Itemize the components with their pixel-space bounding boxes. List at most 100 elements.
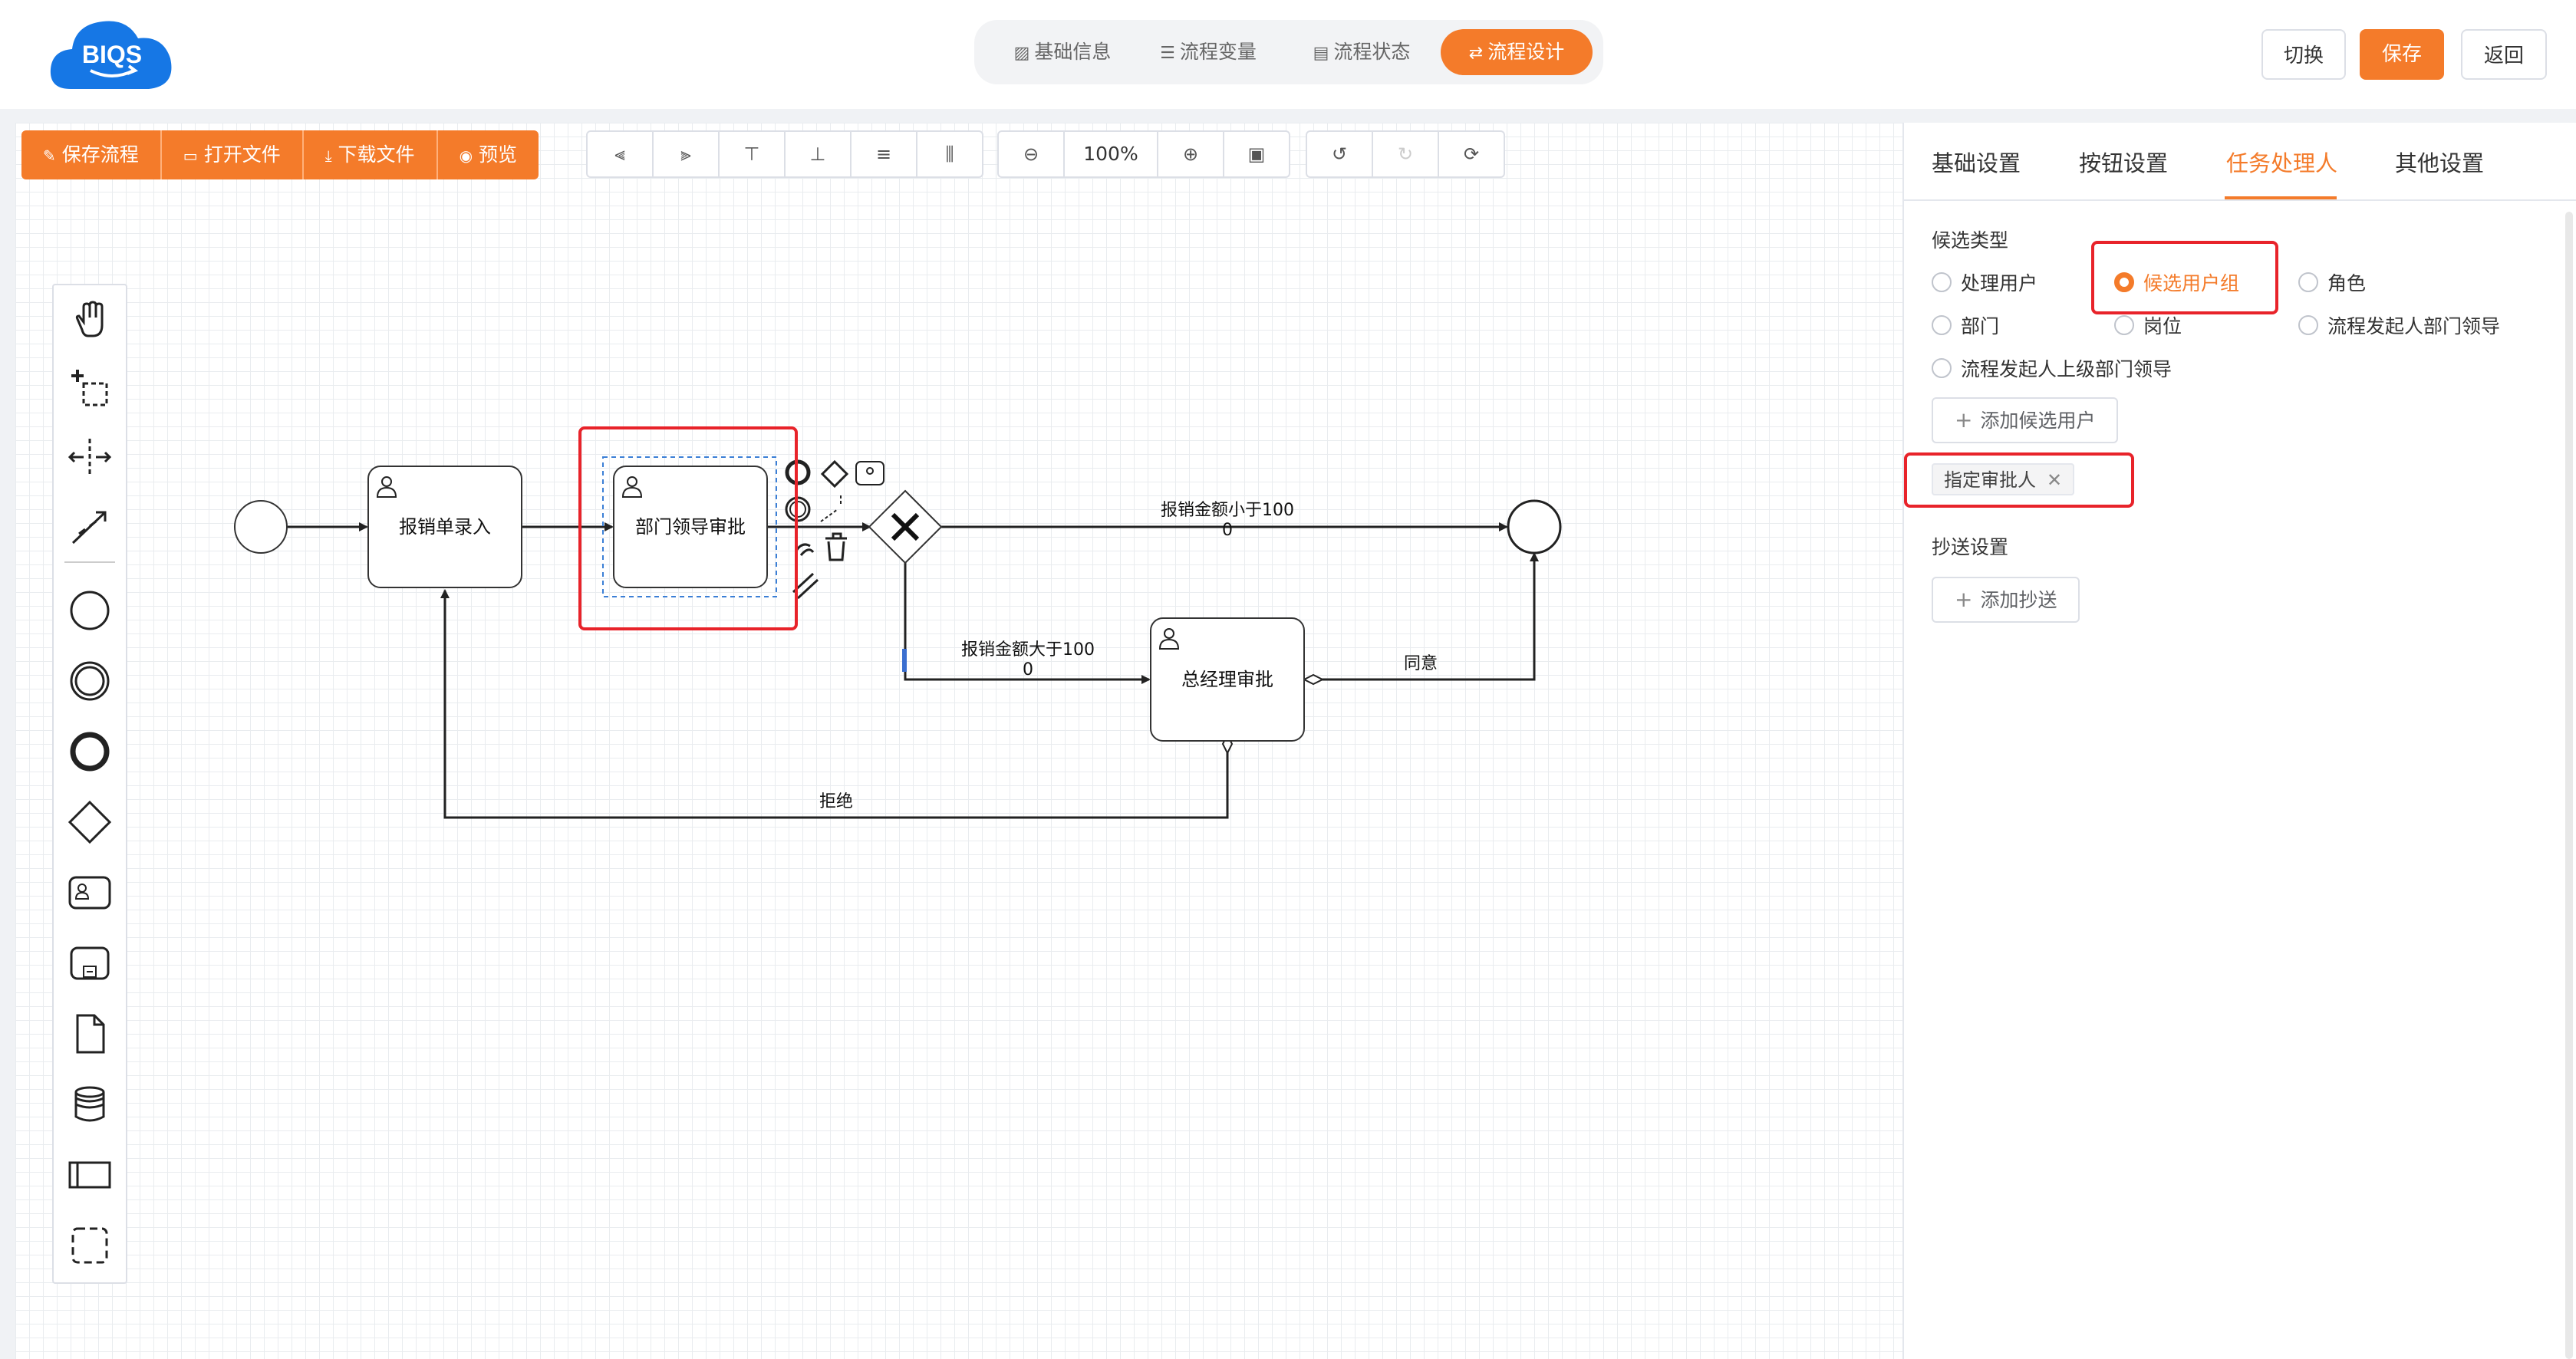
redo-icon[interactable]: ↻ <box>1373 132 1439 176</box>
end-event[interactable] <box>1507 499 1562 554</box>
radio-initiator-superior-dept-leader[interactable]: 流程发起人上级部门领导 <box>1932 353 2172 383</box>
radio-candidate-group[interactable]: 候选用户组 <box>2114 267 2239 298</box>
label-agree: 同意 <box>1404 654 1438 673</box>
subprocess-icon[interactable] <box>67 940 113 986</box>
zoom-level: 100% <box>1065 132 1158 176</box>
tab-task-assignee[interactable]: 任务处理人 <box>2226 150 2338 176</box>
gateway-icon[interactable] <box>67 799 113 845</box>
back-button[interactable]: 返回 <box>2461 29 2547 80</box>
tab-flow-status[interactable]: ▤流程状态 <box>1304 29 1419 75</box>
radio-handler-user[interactable]: 处理用户 <box>1932 267 2037 298</box>
switch-button[interactable]: 切换 <box>2261 29 2346 80</box>
zoom-in-icon[interactable]: ⊕ <box>1158 132 1224 176</box>
data-store-icon[interactable] <box>67 1081 113 1127</box>
undo-icon[interactable]: ↺ <box>1307 132 1373 176</box>
intermediate-event-icon[interactable] <box>67 658 113 704</box>
align-top-icon[interactable]: ⊤ <box>720 132 786 176</box>
global-connect-icon[interactable] <box>67 503 113 549</box>
radio-position[interactable]: 岗位 <box>2114 310 2182 341</box>
align-left-icon[interactable]: ⫷ <box>588 132 654 176</box>
selection-outline <box>602 456 777 597</box>
palette-divider <box>64 561 115 563</box>
download-file-button[interactable]: ⤓下载文件 <box>303 130 438 179</box>
zoom-toolbar: ⊖ 100% ⊕ ▣ <box>997 130 1290 178</box>
start-event[interactable] <box>234 500 288 554</box>
exclusive-gateway[interactable] <box>868 489 943 564</box>
align-right-icon[interactable]: ⫸ <box>654 132 720 176</box>
space-tool-icon[interactable] <box>67 434 113 480</box>
align-center-icon[interactable]: ≡ <box>852 132 917 176</box>
tag-label: 指定审批人 <box>1944 469 2036 491</box>
plus-icon: + <box>1955 407 1973 433</box>
eye-icon: ◉ <box>459 146 473 165</box>
flow-reject[interactable] <box>440 589 1229 819</box>
radio-initiator-dept-leader[interactable]: 流程发起人部门领导 <box>2298 310 2500 341</box>
flow-greater-than-100[interactable] <box>904 562 1151 684</box>
append-gateway-icon[interactable] <box>820 459 849 489</box>
align-toolbar: ⫷ ⫸ ⊤ ⊥ ≡ ⫼ <box>586 130 983 178</box>
open-file-button[interactable]: ▭打开文件 <box>161 130 304 179</box>
tab-basic-info[interactable]: ▨基础信息 <box>1005 29 1120 75</box>
radio-label: 流程发起人部门领导 <box>2327 315 2501 337</box>
sliders-icon: ☰ <box>1160 44 1175 63</box>
task-expense-entry[interactable]: 报销单录入 <box>367 466 522 588</box>
append-task-icon[interactable] <box>855 461 884 485</box>
reset-icon[interactable]: ⟳ <box>1463 143 1480 165</box>
tab-basic-settings[interactable]: 基础设置 <box>1932 150 2021 176</box>
radio-circle <box>1932 315 1952 335</box>
start-event-icon[interactable] <box>67 587 113 633</box>
preview-button[interactable]: ◉预览 <box>437 130 539 179</box>
tab-label: 流程状态 <box>1333 41 1411 63</box>
bpmn-canvas[interactable] <box>15 123 1902 1359</box>
align-bottom-icon[interactable]: ⊥ <box>786 132 852 176</box>
tab-flow-variables[interactable]: ☰流程变量 <box>1151 29 1266 75</box>
file-toolbar: ✎ 保存流程 ▭打开文件 ⤓下载文件 ◉预览 <box>21 130 539 179</box>
task-general-manager-approval[interactable]: 总经理审批 <box>1150 617 1305 742</box>
radio-department[interactable]: 部门 <box>1932 310 1999 341</box>
hand-tool-icon[interactable] <box>67 296 113 342</box>
save-flow-button[interactable]: ✎ 保存流程 <box>21 130 162 179</box>
end-event-icon[interactable] <box>67 729 113 775</box>
lasso-tool-icon[interactable] <box>67 365 113 411</box>
edit-icon: ✎ <box>43 146 56 165</box>
append-end-event-icon[interactable] <box>785 459 811 485</box>
header-tab-bar: ▨基础信息 ☰流程变量 ▤流程状态 ⇄流程设计 <box>974 20 1603 84</box>
add-candidate-user-button[interactable]: +添加候选用户 <box>1932 397 2119 443</box>
radio-label: 角色 <box>2327 272 2367 295</box>
tab-other-settings[interactable]: 其他设置 <box>2395 150 2485 176</box>
radio-label: 流程发起人上级部门领导 <box>1961 358 2172 380</box>
text-annotation-icon[interactable] <box>820 495 842 522</box>
tab-label: 流程变量 <box>1179 41 1257 63</box>
assignee-tag: 指定审批人 ✕ <box>1932 463 2075 495</box>
user-task-icon[interactable] <box>67 870 113 916</box>
download-icon: ⤓ <box>324 146 332 165</box>
properties-panel: 基础设置 按钮设置 任务处理人 其他设置 候选类型 处理用户 候选用户组 角色 … <box>1902 123 2576 1359</box>
panel-scrollbar[interactable] <box>2565 212 2573 1359</box>
task-label: 部门领导审批 <box>635 516 746 538</box>
radio-circle <box>2298 315 2318 335</box>
radio-circle <box>1932 358 1952 378</box>
zoom-out-icon[interactable]: ⊖ <box>999 132 1065 176</box>
radio-role[interactable]: 角色 <box>2298 267 2366 298</box>
button-label: 保存流程 <box>61 143 139 166</box>
delete-trash-icon[interactable] <box>825 532 847 561</box>
add-cc-button[interactable]: +添加抄送 <box>1932 577 2080 623</box>
change-type-wrench-icon[interactable] <box>795 543 815 556</box>
save-button[interactable]: 保存 <box>2360 29 2444 80</box>
tab-flow-design[interactable]: ⇄流程设计 <box>1441 29 1593 75</box>
tab-button-settings[interactable]: 按钮设置 <box>2079 150 2169 176</box>
biqs-logo: BIQS <box>50 21 172 89</box>
flow-agree[interactable] <box>1303 552 1539 681</box>
task-dept-leader-approval[interactable]: 部门领导审批 <box>613 466 768 588</box>
label-less-than-100-suffix: 0 <box>1222 521 1233 540</box>
pool-icon[interactable] <box>67 1152 113 1198</box>
align-middle-icon[interactable]: ⫼ <box>945 143 954 165</box>
document-icon: ▤ <box>1313 44 1329 63</box>
fit-viewport-icon[interactable]: ▣ <box>1247 143 1266 165</box>
folder-icon: ▭ <box>183 146 198 165</box>
data-object-icon[interactable] <box>67 1011 113 1057</box>
close-icon[interactable]: ✕ <box>2047 469 2063 491</box>
radio-label: 处理用户 <box>1961 272 2038 295</box>
group-icon[interactable] <box>67 1222 113 1269</box>
properties-tabs: 基础设置 按钮设置 任务处理人 其他设置 <box>1904 123 2576 201</box>
